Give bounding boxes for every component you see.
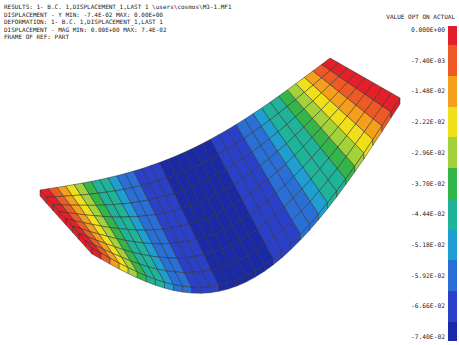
color-swatch (448, 322, 457, 341)
result-header: DEFORMATION: 1- B.C. 1,DISPLACEMENT_1,LA… (4, 18, 163, 25)
color-swatch (448, 107, 457, 138)
result-header: DISPLACEMENT - Y MIN: -7.4E-02 MAX: 0.00… (4, 11, 163, 18)
legend-value: -2.96E-02 (411, 149, 445, 157)
legend-value: -5.92E-02 (411, 272, 445, 280)
mesh-element (382, 93, 400, 112)
legend-value: -5.18E-02 (411, 241, 445, 249)
mesh-element (183, 286, 192, 293)
legend-value: -7.40E-03 (411, 57, 445, 65)
legend-value: -7.40E-02 (411, 333, 445, 341)
color-swatch (448, 76, 457, 107)
mesh-element (192, 287, 201, 293)
result-header: FRAME OF REF: PART (4, 33, 69, 40)
result-header: DISPLACEMENT - MAG MIN: 0.00E+00 MAX: 7.… (4, 26, 167, 33)
legend-value: -6.66E-02 (411, 302, 445, 310)
color-swatch (448, 260, 457, 291)
color-swatch (448, 26, 457, 45)
color-swatch (448, 137, 457, 168)
color-swatch (448, 291, 457, 322)
mesh-element (201, 287, 210, 294)
color-swatch (448, 199, 457, 230)
legend-value: -1.48E-02 (411, 87, 445, 95)
legend-value: -4.44E-02 (411, 210, 445, 218)
color-swatch (448, 168, 457, 199)
legend-value: 0.000E+00 (411, 26, 445, 34)
legend-value: -2.22E-02 (411, 118, 445, 126)
legend-value: -3.70E-02 (411, 180, 445, 188)
value-option: VALUE OPT ON ACTUAL (386, 13, 455, 20)
color-swatch (448, 230, 457, 261)
color-swatch (448, 45, 457, 76)
result-header: RESULTS: 1- B.C. 1,DISPLACEMENT_1,LAST 1… (4, 3, 232, 10)
